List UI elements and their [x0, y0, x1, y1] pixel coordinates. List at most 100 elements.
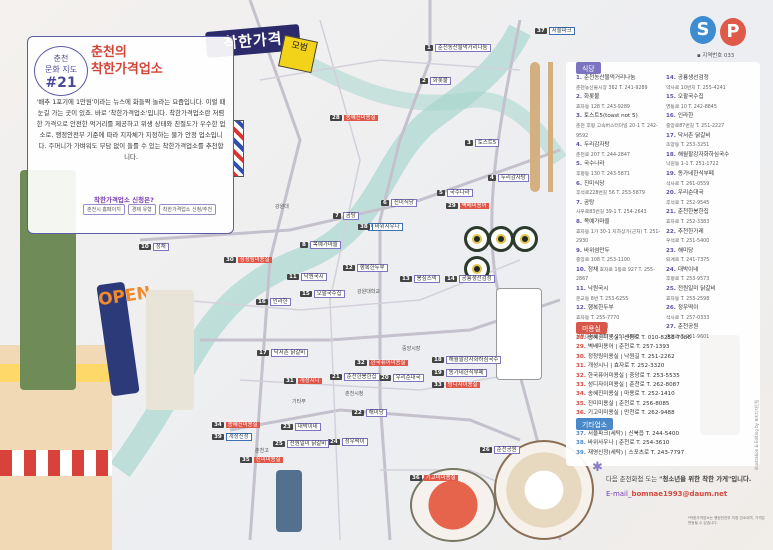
legend-entry[interactable]: 효자동 1가 30-1 지하상가(근처) T. 251-2930 [576, 228, 664, 247]
legend-entry[interactable]: 중앙로 108 T. 253-1100 [576, 256, 664, 266]
legend-entry[interactable]: 후평동 130 T. 243-5871 [576, 170, 664, 180]
legend-entry[interactable]: 6. 진미식당 [576, 180, 664, 190]
legend-entry[interactable]: 24. 대박이네 [666, 266, 760, 276]
legend-entry[interactable]: 39. 재영신정(세탁) | 스포츠로 T. 243-7797 [576, 449, 752, 458]
legend-entry[interactable]: 효자동 128 T. 243-9289 [576, 103, 664, 113]
legend-entry[interactable]: 석사로 T. 261-0559 [666, 180, 760, 190]
legend-entry[interactable]: 18. 해월팔강자화하심국수 [666, 151, 760, 161]
legend-entry[interactable]: 춘천농산물시장 362 T. 241-9289 [576, 84, 664, 94]
legend-entry[interactable]: 33. 성디자이미용실 | 춘천로 T. 262-8087 [576, 381, 752, 390]
legend-entry[interactable]: 서부대성로 277 T. 251-6890 [576, 333, 664, 343]
legend-entry[interactable]: 후평로 T. 253-9573 [666, 275, 760, 285]
legend-entry[interactable]: 34. 송혜진미용실 | 마용로 T. 252-1410 [576, 390, 752, 399]
legend-entry[interactable]: 석사로 T. 257-0333 [666, 314, 760, 324]
legend-entry[interactable]: 17. 닥서촌 닭갈비 [666, 132, 760, 142]
legend-entry[interactable]: 25. 전원일미 닭갈비 [666, 285, 760, 295]
legend-entry[interactable]: 35. 진미미용실 | 춘천로 T. 256-8085 [576, 400, 752, 409]
legend-entry[interactable]: 조양동 T. 253-3251 [666, 141, 760, 151]
legend-entry[interactable]: 운교동 8번 T. 253-6255 [576, 295, 664, 305]
legend-entry[interactable]: 1. 춘천농산물먹거리나눔 [576, 74, 664, 84]
email-link[interactable]: bomnae1993@daum.net [631, 490, 728, 498]
legend-entry[interactable]: 30. 정정링미용실 | 낙원길 T. 251-2262 [576, 353, 752, 362]
legend-entry[interactable]: 29. 벽배미용어 | 춘천로 T. 257-1393 [576, 343, 752, 352]
legend-entry[interactable]: 충열로 T. 261-9601 [666, 333, 760, 343]
legend-entry[interactable]: 20. 우리순대국 [666, 189, 760, 199]
legend-entry[interactable]: 16. 인라한 [666, 112, 760, 122]
legend-entry[interactable]: 12. 행복한두부 [576, 304, 664, 314]
legend-entry[interactable]: 후석로228번길 56 T. 253-5879 [576, 189, 664, 199]
legend-entry[interactable]: 춘천로 207 T. 244-2847 [576, 151, 664, 161]
legend-entry[interactable]: 28. 송혜진미용실 | 신동로 T. 010-8258-7086 [576, 334, 752, 343]
legend-entry[interactable]: 약사로 10번지 T. 255-4241 [666, 84, 760, 94]
legend-entry[interactable]: 후석로 T. 252-9545 [666, 199, 760, 209]
legend-entry[interactable]: 8. 목예가마을 [576, 218, 664, 228]
legend-entry[interactable]: 2. 화롯불 [576, 93, 664, 103]
legend-entry[interactable]: 37. 서울파크(세탁) | 신북읍 T. 244-5400 [576, 430, 752, 439]
legend-entry[interactable]: 사우로83번길 39-1 T. 254-2643 [576, 208, 664, 218]
legend-entry[interactable]: 23. 해미당 [666, 247, 760, 257]
legend-entry[interactable]: 효자로 T. 252-3383 [666, 218, 760, 228]
legend-entry[interactable]: 22. 추천한가레 [666, 228, 760, 238]
legend-entry[interactable]: 27. 춘천공원 [666, 323, 760, 333]
legend-entry[interactable]: 낙원동 1-1 T. 251-1722 [666, 160, 760, 170]
legend-entry[interactable]: 32. 한국퓨어미용실 | 중앙로 T. 253-5535 [576, 372, 752, 381]
legend-entry[interactable]: 효자동 T. 255-7770 [576, 314, 664, 324]
legend-entry[interactable]: 춘천 후평 고속버스터미널 20-1 T. 242-9592 [576, 122, 664, 141]
legend-entry[interactable]: 퇴계로 T. 241-7375 [666, 256, 760, 266]
legend-entry[interactable]: 26. 정우떡이 [666, 304, 760, 314]
legend-entry[interactable]: 31. 개성시니 | 효자로 T. 252-3320 [576, 362, 752, 371]
legend-entry[interactable]: 11. 낙원국시 [576, 285, 664, 295]
legend-entry[interactable]: 5. 국수나라 [576, 160, 664, 170]
legend-entry[interactable]: 19. 동가네한식부페 [666, 170, 760, 180]
legend-entry[interactable]: 4. 두리감자탕 [576, 141, 664, 151]
legend-entry[interactable]: 효자동 T. 253-2598 [666, 295, 760, 305]
legend-entry[interactable]: 3. 토스트5(toast not 5) [576, 112, 664, 122]
legend-entry[interactable]: 21. 춘천한봉한집 [666, 208, 760, 218]
legend-entry[interactable]: 38. 바위사우나 | 춘천로 T. 254-3610 [576, 439, 752, 448]
legend-entry[interactable]: 우석로 T. 251-5400 [666, 237, 760, 247]
legend-entry[interactable]: 15. 오팔국수집 [666, 93, 760, 103]
legend-entry[interactable]: 10. 정채 효자로 1등로 927 T. 255-2867 [576, 266, 664, 285]
legend-entry[interactable]: 36. 기고미미용실 | 만천로 T. 262-9488 [576, 409, 752, 418]
legend-entry[interactable]: 9. 바위섬만두 [576, 247, 664, 257]
legend-entry[interactable]: 14. 공룡생선검정 [666, 74, 760, 84]
legend-entry[interactable]: 중앙로87번길 T. 251-2227 [666, 122, 760, 132]
